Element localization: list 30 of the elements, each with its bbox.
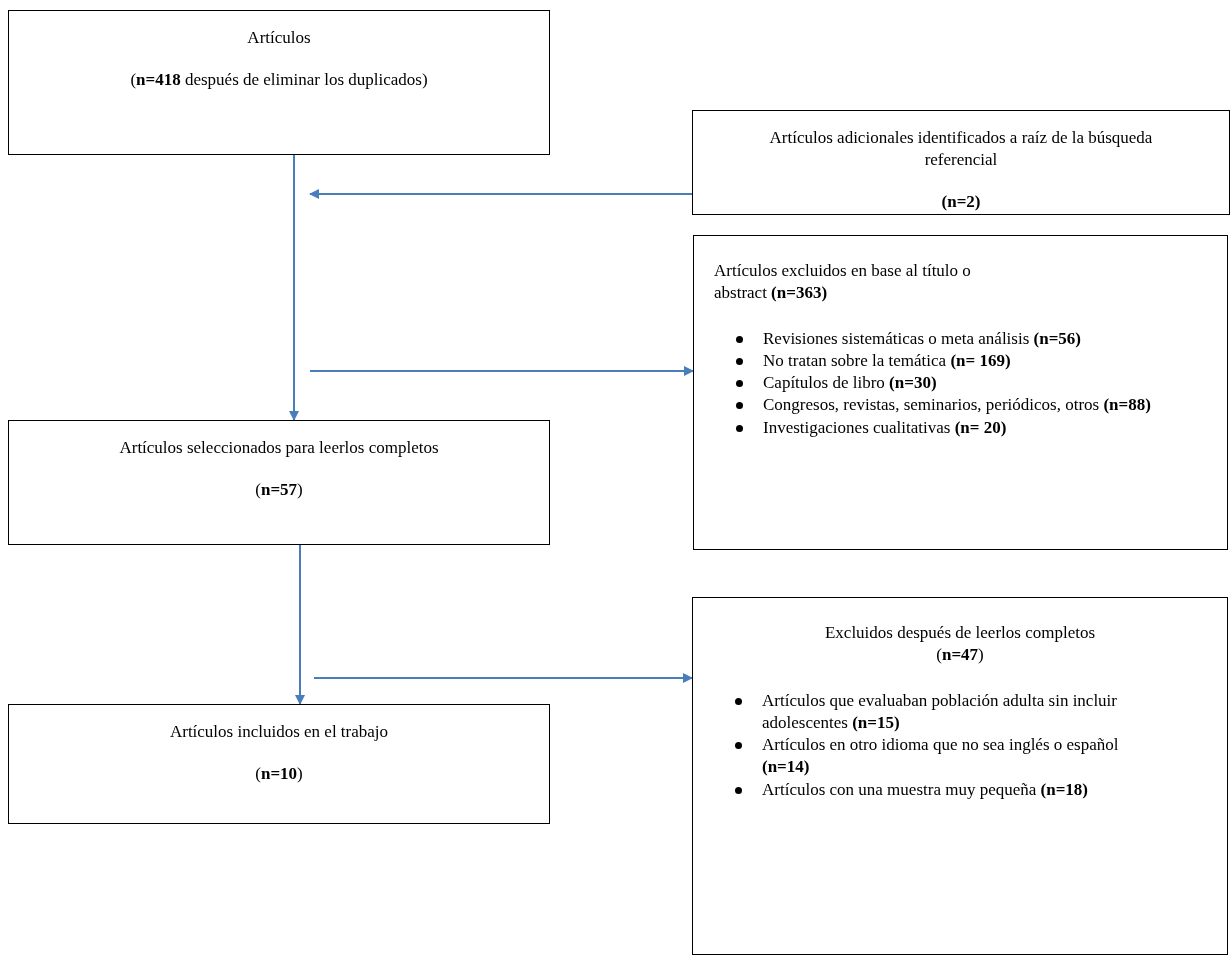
list-item: Congresos, revistas, seminarios, periódicos, otros (n=88) [763, 394, 1151, 417]
arrow [309, 366, 694, 376]
count-text: (n=10) [255, 763, 303, 786]
list-item: Capítulos de libro (n=30) [763, 372, 937, 395]
process-box [692, 110, 1230, 215]
box-title: Excluidos después de leerlos completos [824, 622, 1096, 644]
list-item: Artículos en otro idioma que no sea inglés o español (n=14) [762, 734, 1120, 779]
count-text: (n=418 después de eliminar los duplicados) [130, 69, 428, 92]
process-box [8, 10, 550, 155]
box-title: Artículos adicionales identificados a raíz de la búsqueda referencial [768, 127, 1154, 172]
box-title: Artículos [247, 27, 311, 49]
process-box [8, 420, 550, 545]
box-title: Artículos excluidos en base al título o abstract (n=363) [714, 260, 972, 305]
arrow [295, 544, 305, 705]
count-text: (n=2) [941, 191, 981, 214]
list-item: Artículos con una muestra muy pequeña (n=18) [762, 778, 1088, 801]
process-box [8, 704, 550, 824]
arrow [313, 673, 693, 683]
list-item: Investigaciones cualitativas (n= 20) [763, 416, 1007, 439]
process-box [692, 597, 1228, 955]
arrow [289, 154, 299, 421]
process-box [693, 235, 1228, 550]
list-item: Artículos que evaluaban población adulta sin incluir adolescentes (n=15) [762, 690, 1118, 735]
arrow [309, 189, 693, 199]
list-item: No tratan sobre la temática (n= 169) [763, 350, 1011, 373]
count-text: (n=47) [936, 644, 984, 667]
box-title: Artículos seleccionados para leerlos completos [119, 437, 439, 459]
list-item: Revisiones sistemáticas o meta análisis (n=56) [763, 328, 1081, 351]
box-title: Artículos incluidos en el trabajo [169, 721, 389, 743]
count-text: (n=57) [255, 479, 303, 502]
